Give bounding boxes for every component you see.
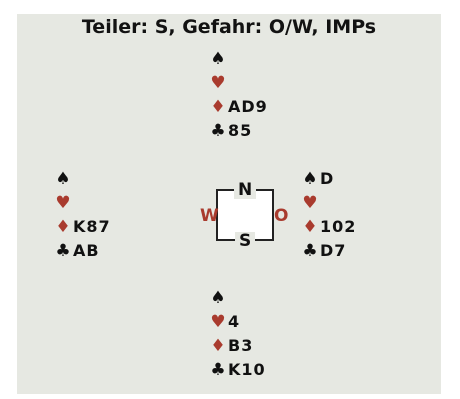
north-clubs: 85 <box>228 121 253 140</box>
east-hand: ♠ D ♥ ♦ 102 ♣ D7 <box>301 167 356 263</box>
east-clubs-row: ♣ D7 <box>301 239 356 263</box>
east-diamonds: 102 <box>320 217 357 236</box>
south-hearts-row: ♥ 4 <box>209 310 266 334</box>
diamond-icon: ♦ <box>210 336 226 356</box>
west-diamonds: K87 <box>73 217 111 236</box>
heart-icon: ♥ <box>210 312 226 332</box>
south-diamonds-row: ♦ B3 <box>209 334 266 358</box>
west-clubs: AB <box>73 241 100 260</box>
east-spades-row: ♠ D <box>301 167 356 191</box>
north-spades-row: ♠ <box>209 47 268 71</box>
club-icon: ♣ <box>210 360 226 380</box>
south-diamonds: B3 <box>228 336 254 355</box>
east-hearts-row: ♥ <box>301 191 356 215</box>
club-icon: ♣ <box>210 121 226 141</box>
west-spades-row: ♠ <box>54 167 111 191</box>
north-diamonds-row: ♦ AD9 <box>209 95 268 119</box>
north-hand: ♠ ♥ ♦ AD9 ♣ 85 <box>209 47 268 143</box>
north-diamonds: AD9 <box>228 97 268 116</box>
diamond-icon: ♦ <box>210 97 226 117</box>
deal-diagram: Teiler: S, Gefahr: O/W, IMPs ♠ ♥ ♦ AD9 ♣… <box>17 14 441 394</box>
east-diamonds-row: ♦ 102 <box>301 215 356 239</box>
spade-icon: ♠ <box>210 49 226 69</box>
diamond-icon: ♦ <box>55 217 71 237</box>
spade-icon: ♠ <box>302 169 318 189</box>
south-clubs-row: ♣ K10 <box>209 358 266 382</box>
compass-west-label: W <box>200 206 219 226</box>
diamond-icon: ♦ <box>302 217 318 237</box>
west-clubs-row: ♣ AB <box>54 239 111 263</box>
south-spades-row: ♠ <box>209 286 266 310</box>
compass-north-label: N <box>234 181 257 199</box>
heart-icon: ♥ <box>210 73 226 93</box>
south-hand: ♠ ♥ 4 ♦ B3 ♣ K10 <box>209 286 266 382</box>
north-hearts-row: ♥ <box>209 71 268 95</box>
west-diamonds-row: ♦ K87 <box>54 215 111 239</box>
north-clubs-row: ♣ 85 <box>209 119 268 143</box>
east-spades: D <box>320 169 335 188</box>
spade-icon: ♠ <box>210 288 226 308</box>
south-clubs: K10 <box>228 360 266 379</box>
deal-title: Teiler: S, Gefahr: O/W, IMPs <box>81 16 377 38</box>
club-icon: ♣ <box>55 241 71 261</box>
club-icon: ♣ <box>302 241 318 261</box>
compass: N S W O <box>200 179 288 250</box>
east-clubs: D7 <box>320 241 347 260</box>
compass-east-label: O <box>274 206 289 226</box>
spade-icon: ♠ <box>55 169 71 189</box>
west-hearts-row: ♥ <box>54 191 111 215</box>
south-hearts: 4 <box>228 312 241 331</box>
compass-south-label: S <box>235 232 256 250</box>
west-hand: ♠ ♥ ♦ K87 ♣ AB <box>54 167 111 263</box>
heart-icon: ♥ <box>302 193 318 213</box>
heart-icon: ♥ <box>55 193 71 213</box>
